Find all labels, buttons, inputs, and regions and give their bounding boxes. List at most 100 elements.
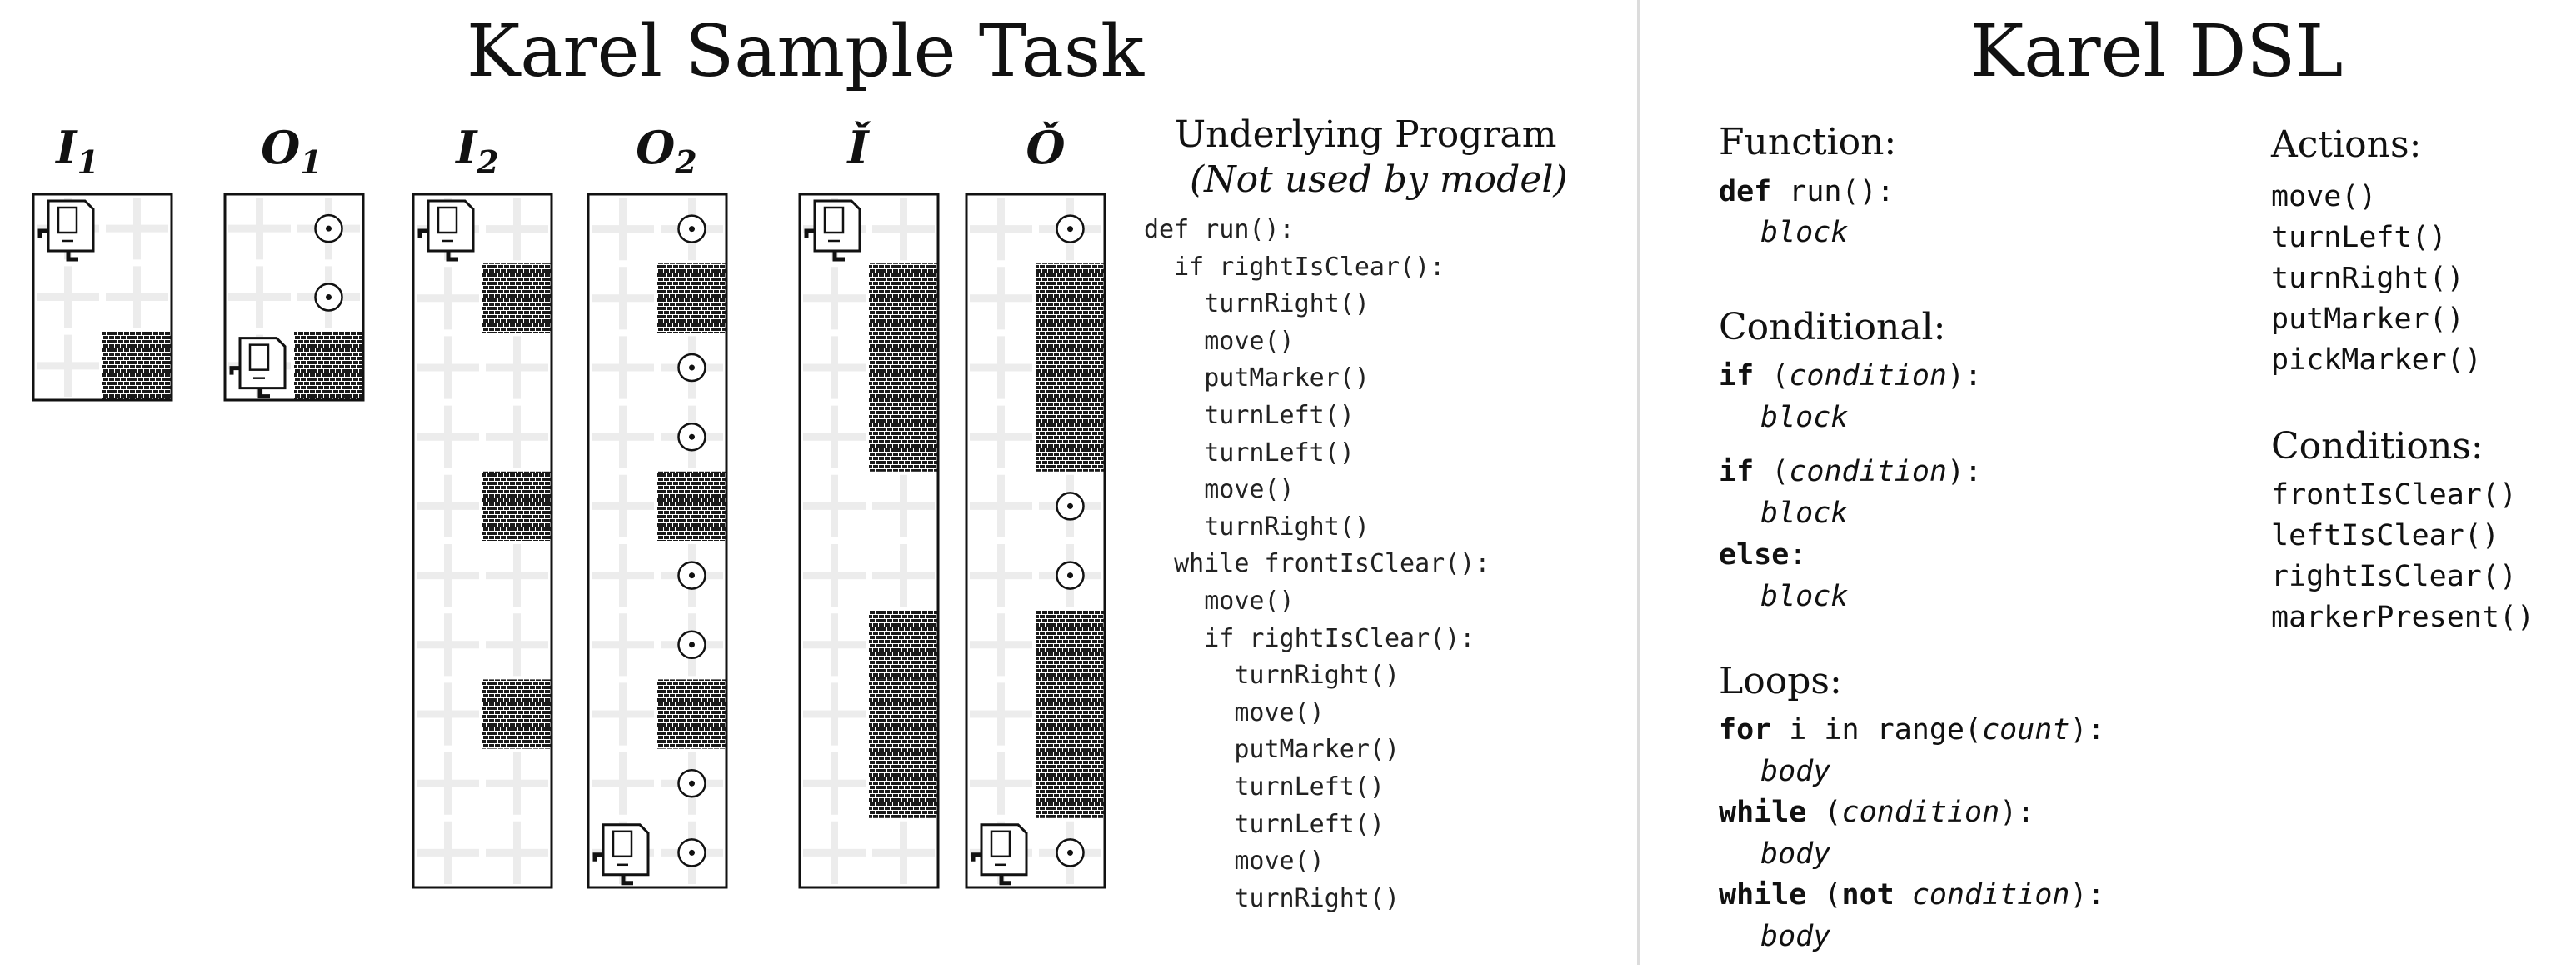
wall-cell [869, 263, 938, 333]
marker-icon [1056, 561, 1085, 590]
conditional-heading: Conditional: [1719, 306, 1946, 348]
karel-robot-icon [971, 823, 1028, 886]
actions-list: move()turnLeft()turnRight()putMarker()pi… [2271, 177, 2482, 381]
wall-cell [482, 471, 552, 541]
karel-world-i2 [412, 192, 553, 889]
grid-label-o1: O1 [261, 121, 322, 181]
karel-world-i1 [32, 192, 173, 402]
karel-world-i-test [798, 192, 940, 889]
marker-icon [1056, 214, 1085, 243]
program-line: turnLeft() [1144, 438, 1355, 468]
paren-open: ( [1806, 878, 1842, 912]
actions-heading: Actions: [2271, 123, 2422, 166]
program-line: move() [1144, 698, 1325, 728]
karel-robot-icon [229, 337, 287, 399]
keyword-while: while [1719, 878, 1807, 912]
marker-icon [677, 214, 706, 243]
marker-icon [677, 352, 706, 382]
condition-placeholder: condition [1789, 359, 1947, 392]
function-def-line: def run(): [1719, 172, 1895, 212]
wall-cell [869, 402, 938, 472]
else-colon: : [1789, 538, 1807, 572]
wall-cell [869, 748, 938, 818]
condition-placeholder: condition [1841, 796, 2000, 829]
program-line: move() [1144, 586, 1295, 616]
wall-cell [102, 331, 172, 400]
world-border [965, 192, 1106, 889]
karel-robot-icon [592, 823, 650, 886]
if-line-1: if (condition): [1719, 356, 1982, 397]
function-block: block [1760, 216, 1849, 249]
dsl-item: putMarker() [2271, 302, 2464, 336]
underlying-program-code: def run(): if rightIsClear(): turnRight(… [1144, 212, 1490, 918]
program-line: putMarker() [1144, 363, 1370, 393]
program-line: if rightIsClear(): [1144, 252, 1445, 282]
for-body: body [1760, 755, 1831, 788]
program-heading: Underlying Program [1175, 113, 1557, 156]
wall-cell [657, 263, 726, 333]
paren-close: ): [1946, 359, 1983, 392]
while-line: while (condition): [1719, 792, 2034, 833]
wall-cell [657, 471, 726, 541]
wall-cell [1036, 263, 1105, 333]
wall-cell [1036, 679, 1105, 749]
paren-close: ): [2069, 878, 2105, 912]
marker-icon [677, 561, 706, 590]
karel-robot-icon [37, 199, 95, 262]
keyword-if: if [1719, 359, 1755, 392]
dsl-item: turnLeft() [2271, 221, 2447, 254]
marker-icon [314, 282, 343, 312]
wall-cell [294, 331, 363, 400]
wall-cell [482, 679, 552, 749]
wall-cell [869, 679, 938, 749]
karel-world-o2 [587, 192, 728, 889]
program-line: move() [1144, 847, 1325, 877]
program-note: (Not used by model) [1190, 158, 1568, 201]
program-line: move() [1144, 326, 1295, 356]
keyword-def: def [1719, 175, 1772, 208]
karel-world-o-test [965, 192, 1106, 889]
program-line: def run(): [1144, 215, 1295, 244]
dsl-item: leftIsClear() [2271, 519, 2499, 552]
conditions-list: frontIsClear()leftIsClear()rightIsClear(… [2271, 475, 2534, 638]
condition-placeholder: condition [1789, 455, 1947, 488]
keyword-else: else [1719, 538, 1790, 572]
grid-label-i1: I1 [56, 121, 99, 181]
if-block-1: block [1760, 401, 1849, 434]
dsl-title: Karel DSL [1970, 10, 2344, 93]
wall-cell [869, 610, 938, 680]
paren-close: ): [1946, 455, 1983, 488]
grid-label-i-test: Ǐ [847, 121, 869, 174]
marker-icon [677, 768, 706, 798]
program-line: turnRight() [1144, 512, 1370, 542]
while-body: body [1760, 838, 1831, 871]
dsl-item: move() [2271, 180, 2377, 213]
program-line: turnLeft() [1144, 809, 1385, 839]
marker-icon [677, 422, 706, 452]
paren-close: ): [1999, 796, 2035, 829]
sample-task-title: Karel Sample Task [467, 10, 1145, 93]
keyword-not: not [1841, 878, 1895, 912]
program-line: turnRight() [1144, 289, 1370, 319]
wall-cell [1036, 748, 1105, 818]
panel-divider [1637, 0, 1640, 965]
dsl-item: pickMarker() [2271, 343, 2482, 377]
else-line: else: [1719, 535, 1806, 576]
range-call: i in range( [1771, 713, 1983, 747]
grid-label-o-test: Ǒ [1026, 121, 1066, 174]
program-line: turnLeft() [1144, 772, 1385, 802]
grid-label-o2: O2 [636, 121, 697, 181]
program-line: move() [1144, 475, 1295, 505]
karel-robot-icon [417, 199, 475, 262]
wall-cell [657, 679, 726, 749]
function-heading: Function: [1719, 121, 1897, 163]
marker-icon [1056, 838, 1085, 868]
conditions-heading: Conditions: [2271, 425, 2484, 468]
program-line: turnLeft() [1144, 400, 1355, 430]
world-border [223, 192, 365, 402]
dsl-item: rightIsClear() [2271, 560, 2518, 593]
keyword-if: if [1719, 455, 1755, 488]
wall-cell [1036, 610, 1105, 680]
wall-cell [482, 263, 552, 333]
keyword-while: while [1719, 796, 1807, 829]
